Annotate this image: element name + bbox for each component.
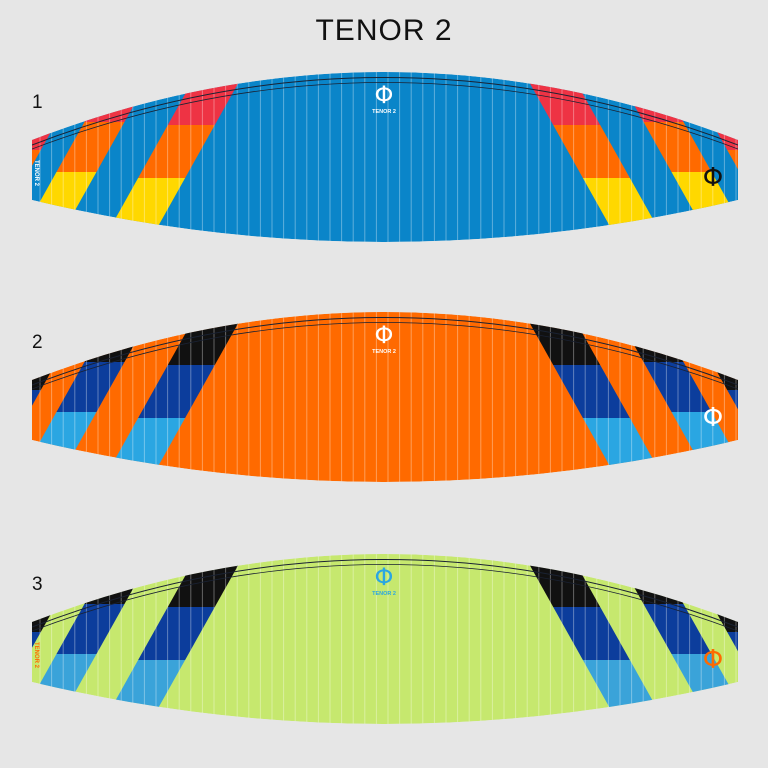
variant-number: 3: [32, 574, 43, 595]
color-band: [643, 122, 712, 172]
color-band: [138, 125, 215, 178]
color-band: [553, 365, 630, 418]
color-band: [553, 125, 630, 178]
color-band: [643, 604, 712, 654]
color-band: [483, 312, 601, 365]
page-title: TENOR 2: [315, 14, 453, 47]
logo-symbol: Φ: [375, 81, 394, 109]
tip-logo-text: TENOR 2: [33, 160, 39, 187]
color-band: [727, 390, 738, 425]
logo-text: TENOR 2: [372, 349, 396, 355]
leading-edge-line: [32, 82, 738, 150]
color-band: [167, 72, 285, 125]
color-band: [483, 72, 601, 125]
tip-logo-symbol: Φ: [703, 403, 723, 433]
leading-edge-line: [32, 317, 738, 386]
color-band: [138, 365, 215, 418]
tip-logo-text: TENOR 2: [33, 400, 39, 427]
color-band: [167, 554, 285, 607]
color-band: [727, 150, 738, 185]
logo-text: TENOR 2: [372, 109, 396, 115]
color-band: [56, 362, 125, 412]
color-band: [56, 122, 125, 172]
leading-edge-line: [32, 564, 738, 632]
color-band: [643, 362, 712, 412]
tip-logo-text: TENOR 2: [33, 642, 39, 669]
color-band: [0, 185, 21, 260]
color-band: [747, 667, 768, 742]
logo-symbol: Φ: [375, 563, 394, 591]
variant-number: 1: [32, 92, 43, 113]
color-band: [138, 607, 215, 660]
logo-symbol: Φ: [375, 321, 394, 349]
color-band: [553, 607, 630, 660]
color-band: [483, 554, 601, 607]
color-band: [0, 667, 21, 742]
color-band: [747, 185, 768, 260]
tip-logo-symbol: Φ: [703, 163, 723, 193]
tip-logo-symbol: Φ: [703, 645, 723, 675]
logo-text: TENOR 2: [372, 591, 396, 597]
color-band: [0, 425, 21, 500]
leading-edge-line: [32, 77, 738, 146]
leading-edge-line: [32, 559, 738, 628]
color-band: [56, 604, 125, 654]
variant-number: 2: [32, 332, 43, 353]
color-band: [747, 425, 768, 500]
leading-edge-line: [32, 322, 738, 390]
color-band: [167, 312, 285, 365]
color-band: [727, 632, 738, 667]
